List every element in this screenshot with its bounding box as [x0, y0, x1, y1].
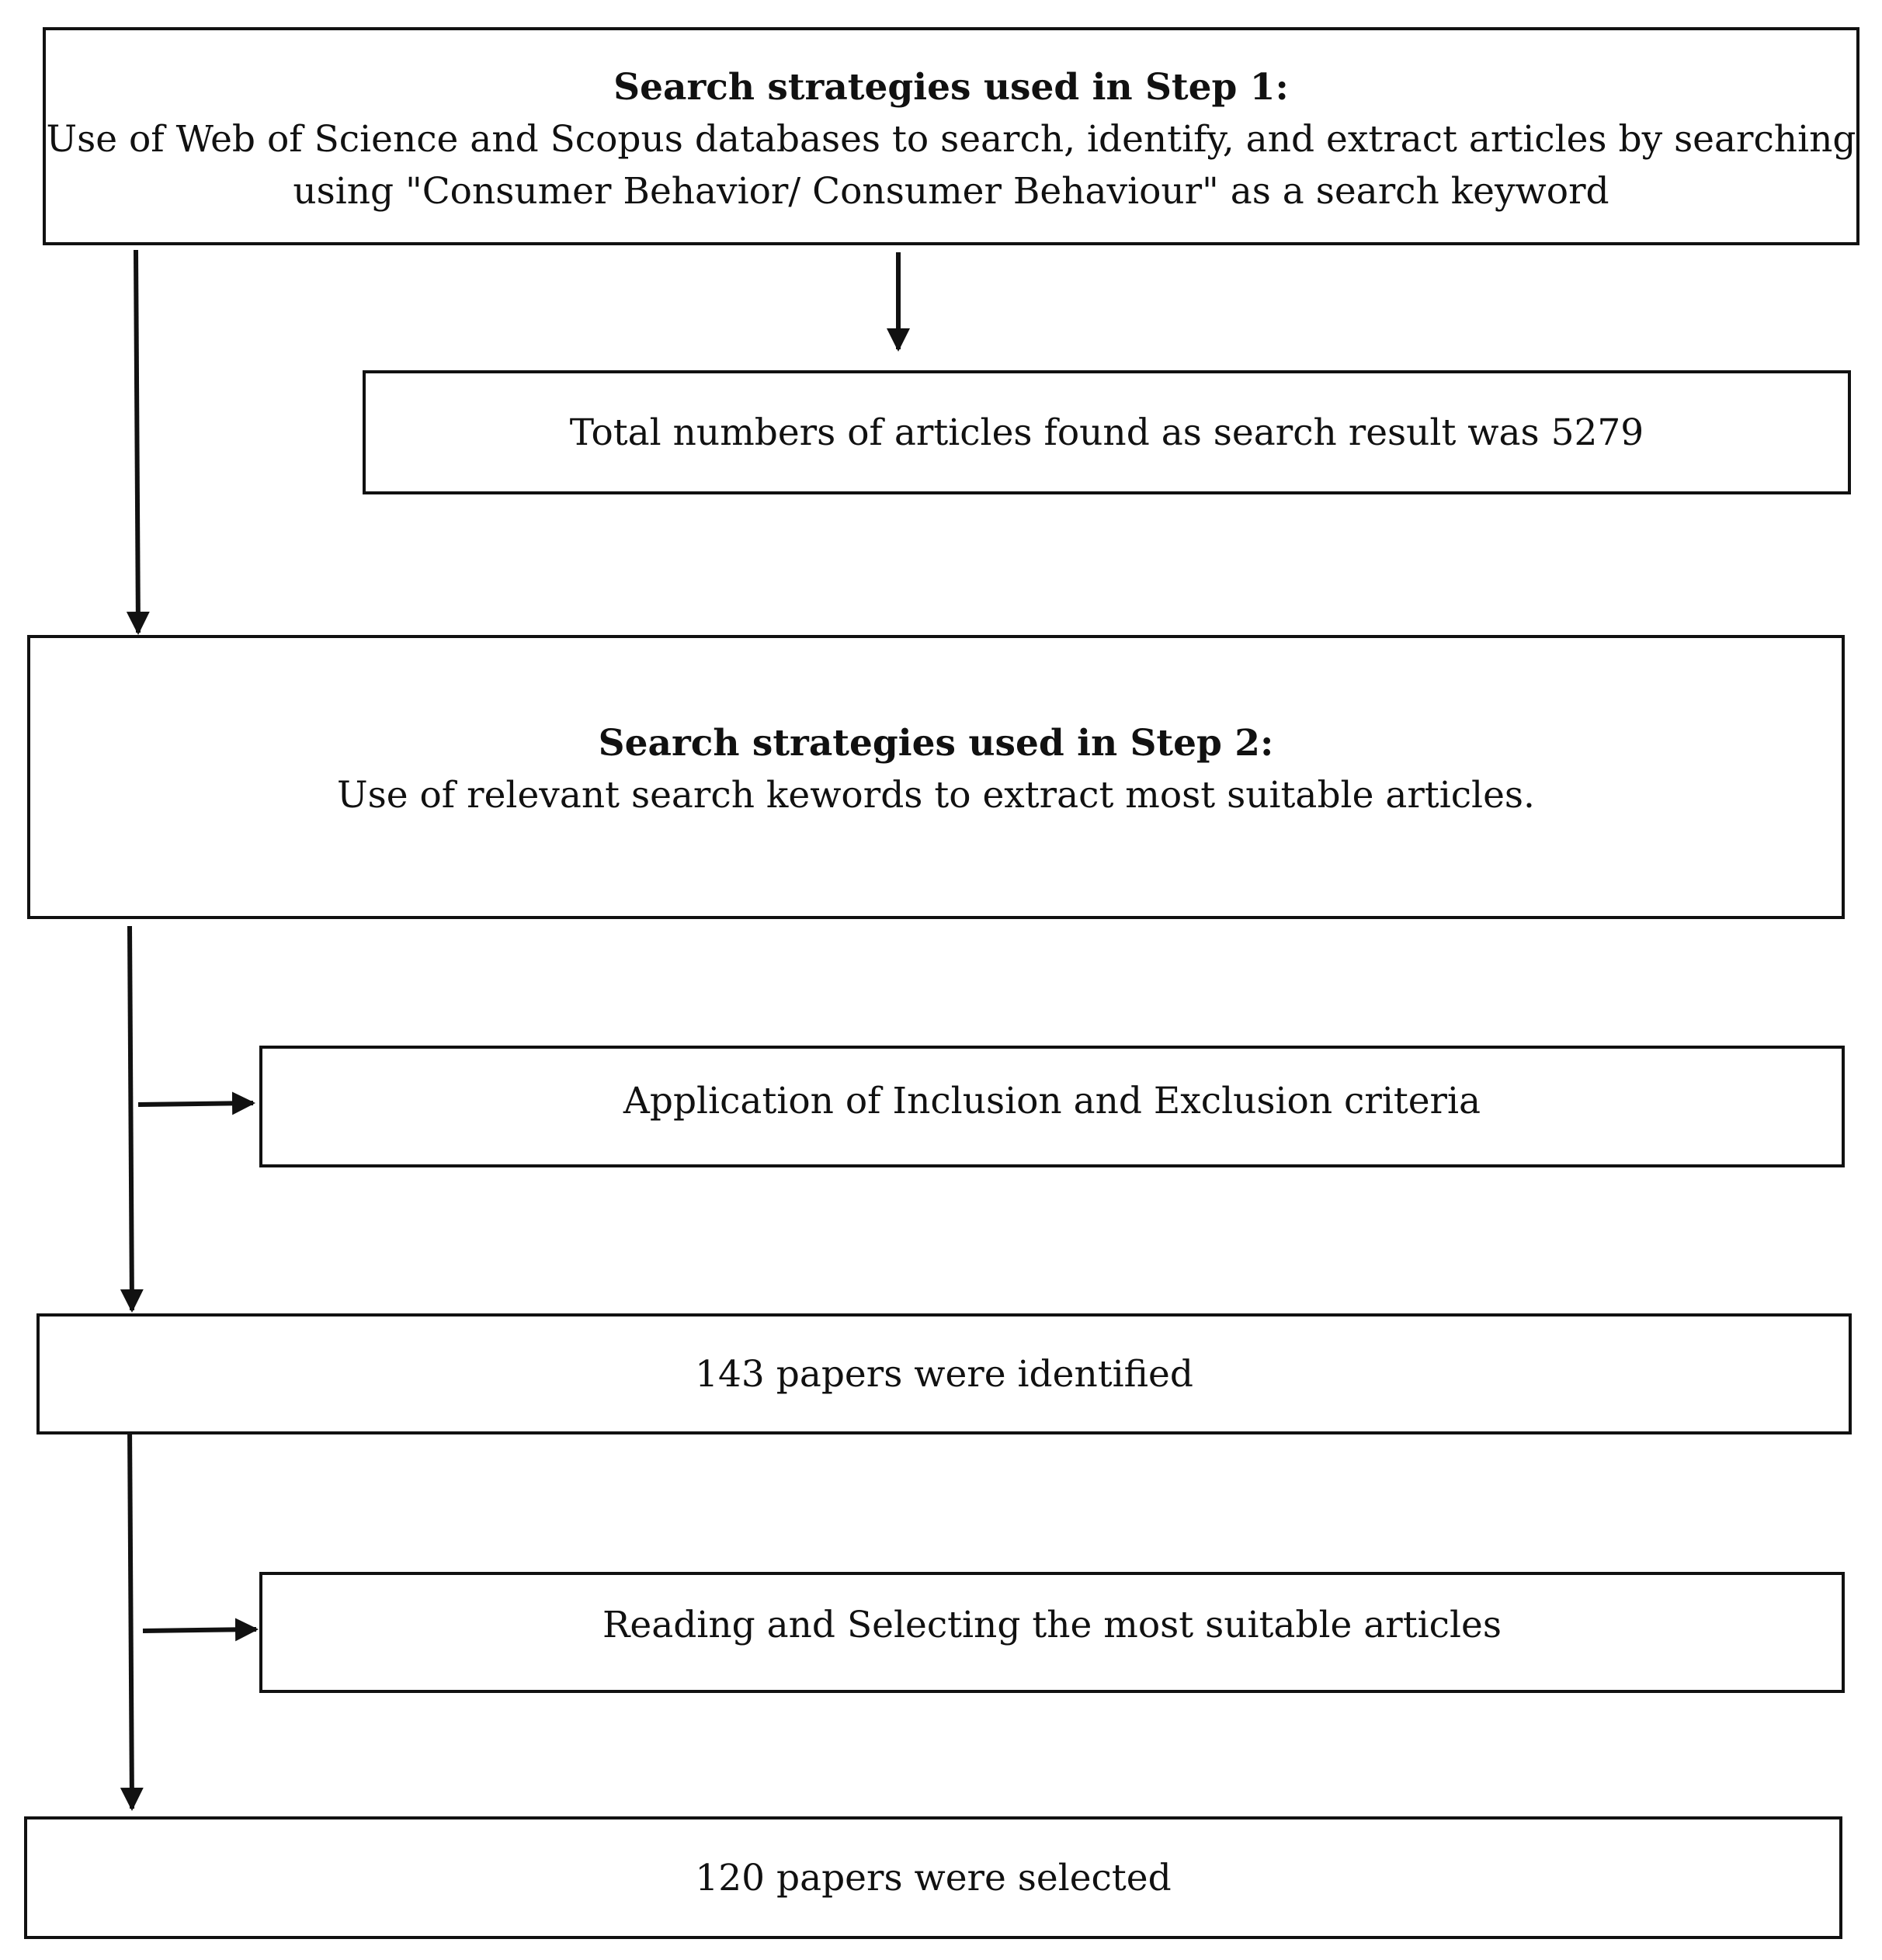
step2-title: Search strategies used in Step 2: [598, 722, 1274, 765]
total-articles-text: Total numbers of articles found as searc… [569, 411, 1644, 454]
criteria-text: Application of Inclusion and Exclusion c… [623, 1080, 1481, 1122]
arrow-step1-to-step2 [126, 249, 150, 635]
arrow-to-criteria [137, 1091, 255, 1115]
step2-box: Search strategies used in Step 2: Use of… [27, 635, 1845, 919]
reading-box: Reading and Selecting the most suitable … [259, 1572, 1845, 1693]
arrow-identified-to-selected [120, 1424, 144, 1811]
total-articles-box: Total numbers of articles found as searc… [363, 370, 1851, 494]
identified-box: 143 papers were identified [36, 1313, 1852, 1434]
step2-description: Use of relevant search kewords to extrac… [337, 774, 1535, 817]
selected-text: 120 papers were selected [695, 1856, 1172, 1899]
criteria-box: Application of Inclusion and Exclusion c… [259, 1046, 1845, 1167]
identified-text: 143 papers were identified [695, 1352, 1193, 1396]
step1-title: Search strategies used in Step 1: [613, 66, 1289, 109]
arrow-step2-to-identified [120, 925, 144, 1313]
arrow-to-reading [142, 1618, 259, 1642]
step1-description-line2: using "Consumer Behavior/ Consumer Behav… [293, 170, 1609, 213]
selected-box: 120 papers were selected [24, 1816, 1842, 1939]
step1-description-line1: Use of Web of Science and Scopus databas… [46, 118, 1856, 161]
reading-text: Reading and Selecting the most suitable … [602, 1604, 1502, 1646]
step1-box: Search strategies used in Step 1: Use of… [43, 27, 1859, 245]
